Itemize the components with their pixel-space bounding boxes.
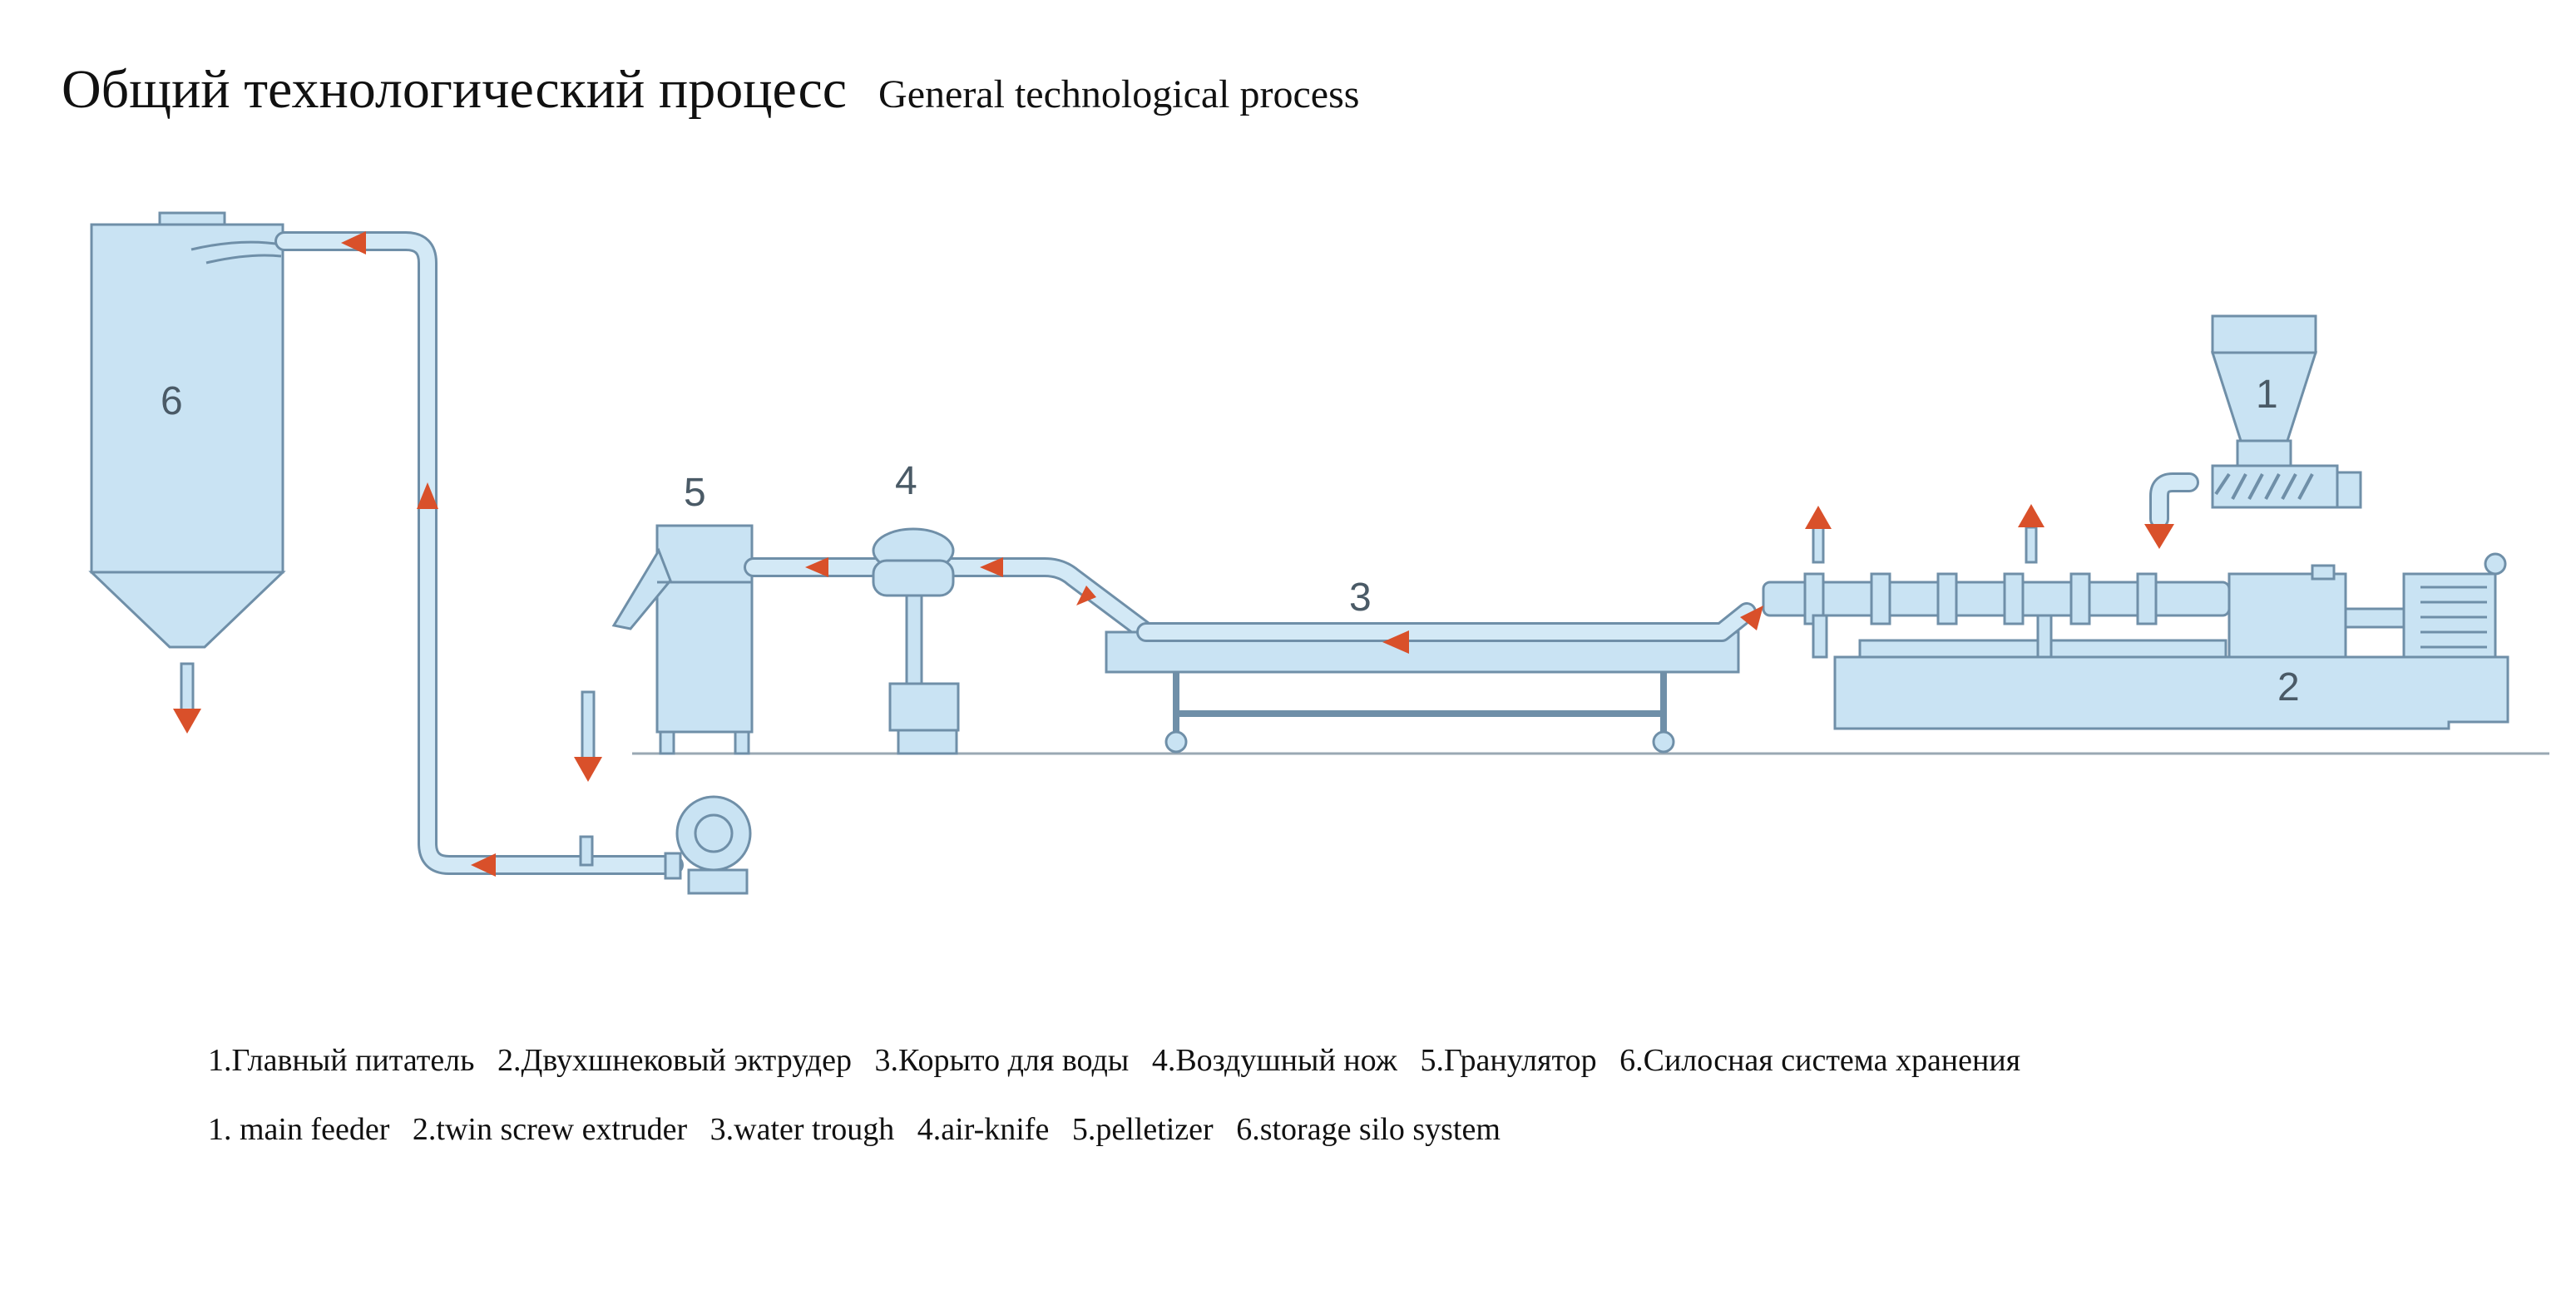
title-english: General technological process <box>878 72 1360 116</box>
main-feeder-number: 1 <box>2256 373 2278 417</box>
storage-silo: 6 <box>88 211 286 734</box>
legend-item: 6.Силосная система хранения <box>1619 1043 2021 1078</box>
title-russian: Общий технологический процесс <box>62 59 848 120</box>
legend-item: 1.Главный питатель <box>208 1043 475 1078</box>
legend-english: 1. main feeder 2.twin screw extruder 3.w… <box>208 1111 1515 1148</box>
strand-line <box>744 557 1156 642</box>
main-feeder: 1 <box>2144 314 2362 549</box>
legend-russian: 1.Главный питатель 2.Двухшнековый эктруд… <box>208 1042 2035 1079</box>
page-title: Общий технологический процесс General te… <box>62 58 1359 121</box>
blower-fan <box>664 795 752 895</box>
pelletizer: 5 <box>611 471 754 755</box>
pneumatic-conveying-line <box>274 231 684 877</box>
legend-item: 2.twin screw extruder <box>412 1112 688 1147</box>
legend-item: 6.storage silo system <box>1236 1112 1501 1147</box>
legend-item: 5.Гранулятор <box>1420 1043 1597 1078</box>
pelletizer-number: 5 <box>684 471 706 515</box>
legend-item: 5.pelletizer <box>1071 1112 1214 1147</box>
legend-item: 4.air-knife <box>917 1112 1050 1147</box>
legend-item: 4.Воздушный нож <box>1151 1043 1397 1078</box>
legend-item: 3.Корыто для воды <box>874 1043 1130 1078</box>
silo-number: 6 <box>161 379 183 423</box>
legend-item: 3.water trough <box>710 1112 895 1147</box>
air-knife-number: 4 <box>895 459 917 503</box>
air-knife: 4 <box>872 459 960 755</box>
legend-item: 2.Двухшнековый эктрудер <box>497 1043 852 1078</box>
extruder-number: 2 <box>2277 665 2300 709</box>
water-trough-number: 3 <box>1349 576 1372 620</box>
legend-item: 1. main feeder <box>208 1112 390 1147</box>
water-trough: 3 <box>1105 576 1757 754</box>
twin-screw-extruder: 2 <box>1740 504 2509 730</box>
